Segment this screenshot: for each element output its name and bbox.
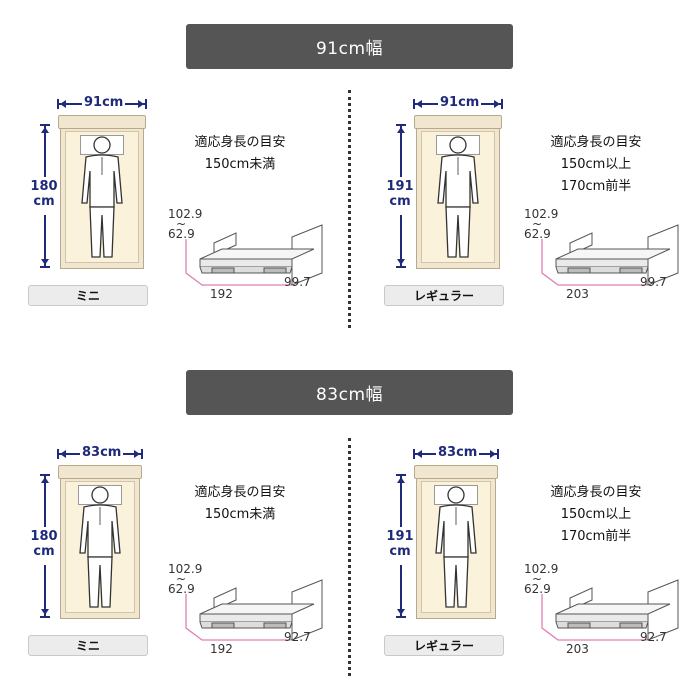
bed-side-view — [541, 224, 679, 286]
height-guide-line: 150cm未満 — [204, 157, 276, 172]
headboard — [58, 115, 146, 129]
bed-length-value: 180 — [30, 179, 58, 194]
height-min-label: 62.9 — [168, 582, 195, 596]
height-guide-title: 適応身長の目安 — [550, 485, 642, 500]
height-min-label: 62.9 — [524, 227, 551, 241]
bed-width-label: 91cm — [438, 95, 482, 110]
bed-length-unit: cm — [33, 544, 55, 559]
height-guide-line: 150cm以上 — [560, 507, 632, 522]
bed-type-tab[interactable]: レギュラー — [384, 285, 504, 306]
height-guide-line: 170cm前半 — [560, 529, 632, 544]
headboard — [414, 115, 502, 129]
length-arrow-icon — [396, 124, 406, 268]
bed-width-label: 83cm — [80, 445, 124, 460]
height-max-label: 102.9 — [524, 207, 559, 221]
section-header-83cm: 83cm幅 — [186, 370, 513, 415]
width-dimension-label: 99.7 — [284, 275, 311, 289]
height-min-label: 62.9 — [168, 227, 195, 241]
divider-top — [348, 90, 351, 328]
width-dimension-label: 92.7 — [640, 630, 667, 644]
length-dimension-label: 203 — [566, 287, 589, 301]
height-guide-title: 適応身長の目安 — [194, 485, 286, 500]
length-dimension-label: 192 — [210, 642, 233, 656]
divider-bottom — [348, 438, 351, 676]
height-min-label: 62.9 — [524, 582, 551, 596]
length-dimension-label: 203 — [566, 642, 589, 656]
height-guide-line: 150cm以上 — [560, 157, 632, 172]
length-dimension-label: 192 — [210, 287, 233, 301]
section-header-91cm: 91cm幅 — [186, 24, 513, 69]
bed-length-unit: cm — [33, 194, 55, 209]
bed-side-view — [541, 579, 679, 641]
height-tilde-label: ~ — [176, 572, 187, 586]
height-guide-title: 適応身長の目安 — [550, 135, 642, 150]
bed-type-tab[interactable]: レギュラー — [384, 635, 504, 656]
height-tilde-label: ~ — [532, 572, 543, 586]
bed-length-value: 180 — [30, 529, 58, 544]
bed-type-tab[interactable]: ミニ — [28, 635, 148, 656]
length-arrow-icon — [396, 474, 406, 618]
bed-length-unit: cm — [389, 194, 411, 209]
person-icon — [435, 486, 477, 608]
height-tilde-label: ~ — [532, 217, 543, 231]
width-dimension-label: 92.7 — [284, 630, 311, 644]
height-max-label: 102.9 — [524, 562, 559, 576]
height-guide-line: 170cm前半 — [560, 179, 632, 194]
height-guide-line: 150cm未満 — [204, 507, 276, 522]
person-icon — [81, 136, 123, 258]
height-guide-title: 適応身長の目安 — [194, 135, 286, 150]
headboard — [414, 465, 498, 479]
bed-width-label: 83cm — [436, 445, 480, 460]
width-dimension-label: 99.7 — [640, 275, 667, 289]
person-icon — [437, 136, 479, 258]
height-tilde-label: ~ — [176, 217, 187, 231]
height-max-label: 102.9 — [168, 207, 203, 221]
bed-type-tab[interactable]: ミニ — [28, 285, 148, 306]
height-max-label: 102.9 — [168, 562, 203, 576]
bed-side-view — [185, 579, 323, 641]
bed-length-unit: cm — [389, 544, 411, 559]
bed-length-value: 191 — [386, 179, 414, 194]
headboard — [58, 465, 142, 479]
bed-side-view — [185, 224, 323, 286]
bed-length-value: 191 — [386, 529, 414, 544]
person-icon — [79, 486, 121, 608]
length-arrow-icon — [40, 124, 50, 268]
bed-width-label: 91cm — [82, 95, 126, 110]
length-arrow-icon — [40, 474, 50, 618]
